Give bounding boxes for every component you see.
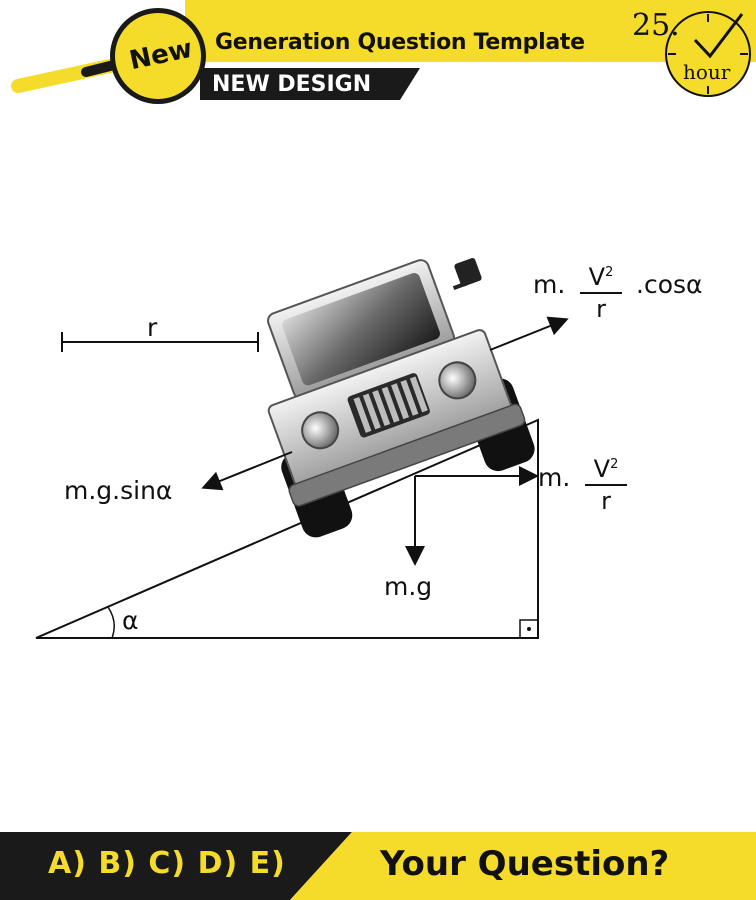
clock-number: 25.	[632, 8, 680, 43]
car	[267, 258, 535, 538]
side-mirror	[454, 258, 482, 287]
footer-bars	[0, 832, 756, 900]
fraction-numerator: V	[593, 455, 611, 483]
question-prompt: Your Question?	[380, 844, 670, 884]
check-icon	[693, 13, 744, 59]
incline-triangle	[35, 418, 539, 639]
answer-options: A) B) C) D) E)	[48, 846, 286, 881]
right-angle-mark	[519, 619, 539, 639]
weight-label: m.g	[384, 572, 433, 601]
centripetal-component-arrow	[489, 316, 569, 351]
header-subtitle: NEW DESIGN	[212, 72, 372, 97]
fraction-denominator: r	[585, 484, 627, 516]
gravity-component-label: m.g.sinα	[64, 476, 173, 505]
fraction-numerator: V	[588, 263, 606, 291]
subtitle-banner	[200, 68, 420, 100]
angle-label: α	[122, 606, 139, 635]
footer: A) B) C) D) E) Your Question?	[0, 832, 756, 900]
fraction-exponent: 2	[610, 457, 619, 472]
centripetal-prefix: m.	[538, 463, 571, 492]
right-headlight	[438, 361, 477, 400]
clock-unit: hour	[683, 60, 731, 84]
header: New Generation Question Template NEW DES…	[0, 0, 756, 120]
title-banner	[185, 0, 756, 62]
gravity-component-arrow	[201, 451, 293, 491]
header-graphics	[11, 0, 756, 104]
grille	[347, 373, 430, 438]
centripetal-component-suffix: .cosα	[636, 270, 703, 299]
centripetal-component-fraction: V2 r	[580, 258, 622, 324]
bumper	[288, 403, 526, 507]
centripetal-fraction: V2 r	[585, 450, 627, 516]
fraction-denominator: r	[580, 292, 622, 324]
header-title: Generation Question Template	[215, 30, 585, 55]
angle-arc	[107, 606, 115, 639]
fraction-exponent: 2	[605, 265, 614, 280]
left-headlight	[301, 411, 340, 450]
windshield	[282, 273, 440, 386]
radius-label: r	[147, 313, 158, 342]
centripetal-component-prefix: m.	[533, 270, 566, 299]
